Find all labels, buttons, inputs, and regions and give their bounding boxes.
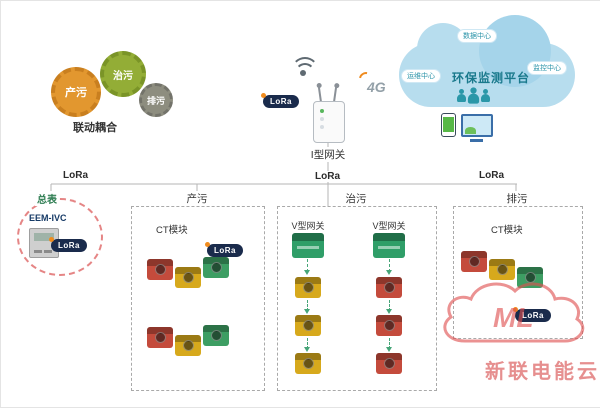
lora-badge-gateway: LoRa	[261, 93, 299, 108]
down-arrow	[303, 300, 310, 314]
down-arrow	[385, 338, 392, 352]
person-icon	[467, 87, 480, 104]
person-icon	[481, 89, 490, 102]
gear-label: 治污	[113, 70, 133, 82]
vtype-gateway-device-1	[292, 233, 324, 258]
ct-module-yellow	[175, 267, 201, 288]
vtype-gateway-label-2: V型网关	[372, 221, 406, 231]
vtype-gateway-device-2	[373, 233, 405, 258]
lora-bus-label-left: LoRa	[61, 170, 90, 181]
down-arrow	[385, 300, 392, 314]
zone-production-pollution	[131, 206, 265, 391]
subcloud-monitor-center: 监控中心	[527, 61, 567, 75]
meter-model-label: EEM-IVC	[29, 213, 67, 223]
ct-module-yellow	[295, 353, 321, 374]
zone1-ct-module-label: CT模块	[156, 225, 188, 236]
lora-badge-zone3: LoRa	[513, 307, 551, 322]
subcloud-data-center: 数据中心	[457, 29, 497, 43]
mobile-phone-icon	[441, 113, 456, 137]
ct-module-red	[376, 315, 402, 336]
zone3-title: 排污	[502, 191, 532, 206]
ct-module-yellow	[175, 335, 201, 356]
down-arrow	[385, 259, 392, 275]
ct-module-red	[376, 277, 402, 298]
subcloud-ops-center: 运维中心	[401, 69, 441, 83]
ct-module-red	[147, 327, 173, 348]
zone2-title: 治污	[341, 191, 371, 206]
lora-badge-zone1: LoRa	[205, 242, 243, 257]
vtype-gateway-label-1: V型网关	[291, 221, 325, 231]
linkage-coupling-caption: 联动耦合	[73, 122, 117, 134]
cloud-platform: 环保监测平台 数据中心 运维中心 监控中心	[395, 15, 587, 149]
person-icon	[457, 89, 466, 102]
lora-bus-label-center: LoRa	[313, 171, 342, 182]
ct-module-green	[203, 325, 229, 346]
zone-treatment-pollution	[277, 206, 437, 391]
type1-gateway-label: I型网关	[307, 147, 349, 162]
users-icon	[457, 87, 490, 104]
main-meter-label: 总表	[35, 191, 59, 206]
main-meter-circle	[17, 198, 103, 276]
type1-gateway-device	[313, 101, 345, 143]
ct-module-green	[203, 257, 229, 278]
gear-production-pollution: 产污	[51, 67, 101, 117]
zone3-ct-module-label: CT模块	[491, 225, 523, 236]
ct-module-red	[376, 353, 402, 374]
ct-module-yellow	[489, 259, 515, 280]
4g-signal-icon: 4G	[367, 79, 386, 95]
ct-module-green	[517, 267, 543, 288]
platform-title: 环保监测平台	[451, 71, 530, 85]
zone1-title: 产污	[182, 191, 212, 206]
down-arrow	[303, 259, 310, 275]
ct-module-red	[461, 251, 487, 272]
lora-badge-meter: LoRa	[49, 237, 87, 252]
lora-bus-label-right: LoRa	[477, 170, 506, 181]
ct-module-yellow	[295, 277, 321, 298]
computer-monitor-icon	[461, 114, 493, 142]
ct-module-yellow	[295, 315, 321, 336]
wifi-signal-icon	[291, 57, 319, 79]
down-arrow	[303, 338, 310, 352]
gear-label: 产污	[65, 87, 87, 99]
lora-label: LoRa	[270, 97, 292, 106]
gear-label: 排污	[146, 95, 165, 106]
ct-module-red	[147, 259, 173, 280]
gear-treatment-pollution: 治污	[100, 51, 146, 97]
gear-discharge-pollution: 排污	[139, 83, 173, 117]
